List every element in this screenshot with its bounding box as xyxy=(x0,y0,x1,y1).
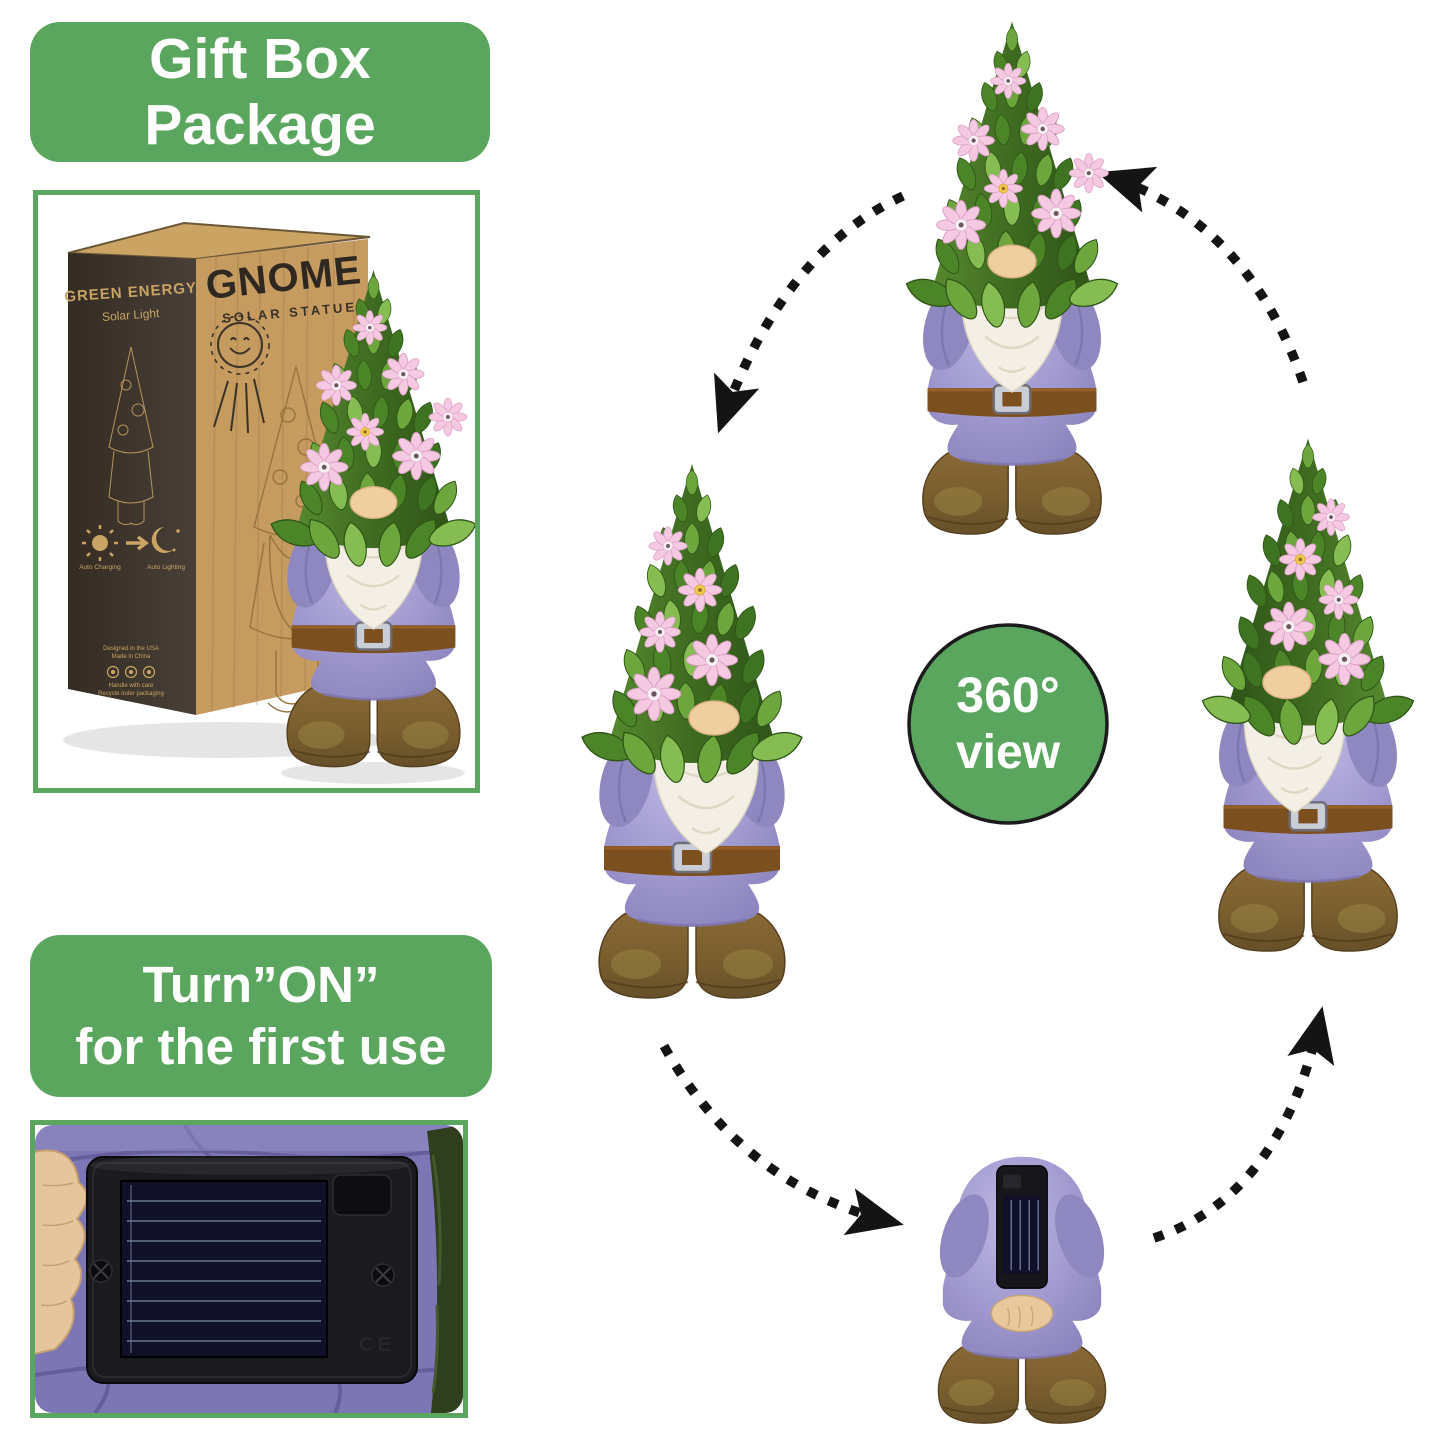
sun-icon xyxy=(82,525,118,561)
badge-degrees: 360° xyxy=(956,667,1059,723)
solar-panel-photo: CE xyxy=(30,1120,468,1418)
rotation-arrow-bottom-right xyxy=(1152,1006,1335,1243)
box-day-caption: Auto Charging xyxy=(79,564,121,571)
turn-on-banner-line1: Turn”ON” xyxy=(142,955,380,1013)
switch-recess xyxy=(332,1174,392,1216)
turn-on-banner-line2: for the first use xyxy=(75,1018,447,1075)
badge-label: view xyxy=(956,726,1061,779)
gnome-back-view xyxy=(931,1157,1114,1423)
box-fine-print-2: Made in China xyxy=(112,654,151,660)
screw-icon-right xyxy=(371,1263,395,1287)
box-gnome-outline xyxy=(108,346,154,526)
badge-360-view: 360° view xyxy=(907,623,1109,825)
moon-icon xyxy=(151,527,180,553)
gnome-side-view-left xyxy=(578,464,806,998)
arrow-right-icon xyxy=(126,535,149,551)
gift-box-photo-scene: GREEN ENERGY Solar Light xyxy=(63,221,475,784)
solar-cell-grid xyxy=(127,1185,321,1353)
screw-icon-left xyxy=(89,1259,113,1283)
turn-on-banner: Turn”ON” for the first use xyxy=(30,935,492,1097)
gnome-front-view xyxy=(902,21,1121,534)
box-fine-print-4: Recycle outer packaging xyxy=(98,691,164,697)
solar-panel-photo-scene: CE xyxy=(35,1125,463,1413)
ce-mark: CE xyxy=(359,1334,395,1356)
gift-box-banner: Gift Box Package xyxy=(30,22,490,162)
box-night-caption: Auto Lighting xyxy=(147,564,185,571)
smiling-sun-doodle xyxy=(210,315,270,434)
gnome-side-view-right xyxy=(1198,438,1417,951)
box-product: Solar Light xyxy=(102,306,161,324)
box-care-icons xyxy=(106,665,156,679)
rotation-arrows xyxy=(659,166,1335,1243)
box-fine-print-3: Handle with care xyxy=(109,683,154,689)
gift-box-photo: GREEN ENERGY Solar Light xyxy=(33,190,480,793)
rotation-arrow-bottom-left xyxy=(659,1043,904,1236)
rotation-arrow-top-left xyxy=(714,191,905,434)
gift-box-banner-label: Gift Box Package xyxy=(144,27,376,157)
hand-fingers xyxy=(35,1149,88,1357)
rotation-arrow-top-right xyxy=(1096,166,1308,384)
solar-cell-window xyxy=(120,1180,328,1358)
foliage-edge xyxy=(427,1125,463,1413)
box-fine-print-1: Designed in the USA xyxy=(103,646,159,652)
